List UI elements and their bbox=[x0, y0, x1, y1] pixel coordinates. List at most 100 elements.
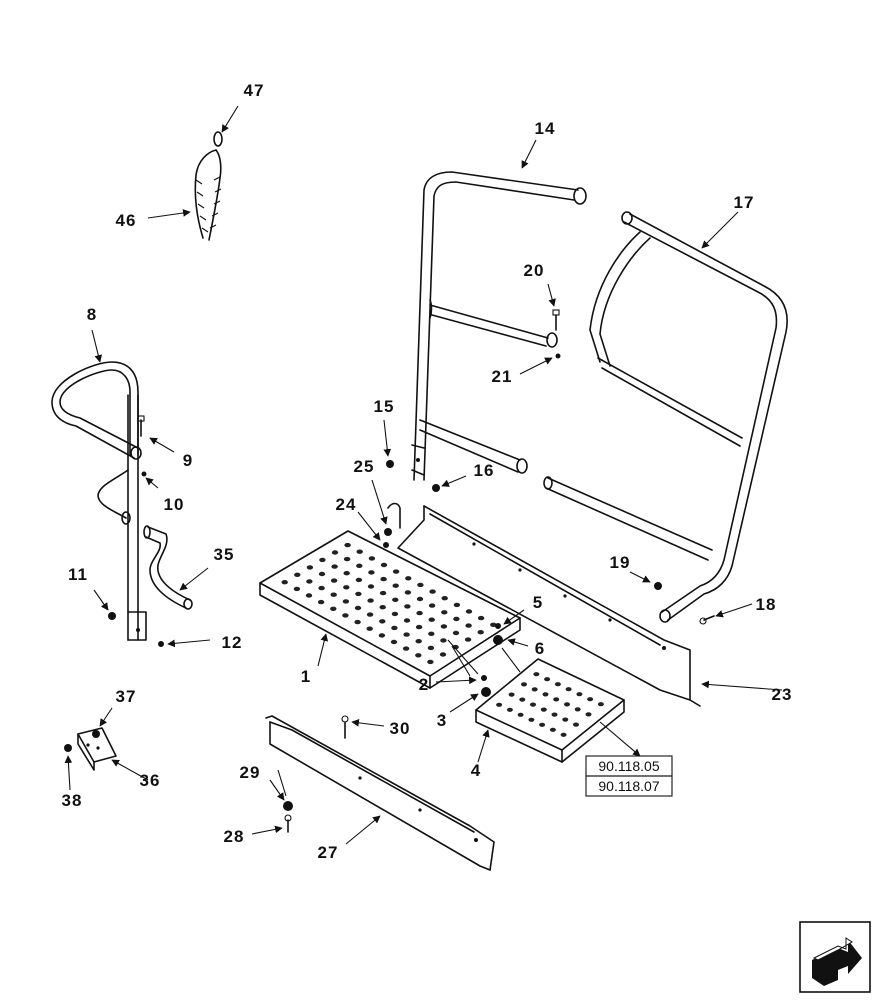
perforation-hole bbox=[508, 692, 515, 697]
perforation-hole bbox=[354, 605, 362, 611]
perforation-hole bbox=[587, 697, 594, 702]
perforation-hole bbox=[542, 692, 549, 697]
label-17: 17 bbox=[734, 193, 755, 212]
perforation-hole bbox=[464, 637, 472, 642]
perforation-hole bbox=[355, 577, 363, 583]
perforation-hole bbox=[427, 659, 434, 665]
label-38: 38 bbox=[62, 791, 83, 810]
perforation-hole bbox=[597, 702, 604, 707]
reference-a[interactable]: 90.118.05 bbox=[598, 758, 659, 774]
perforation-hole bbox=[355, 591, 362, 597]
perforation-hole bbox=[331, 564, 338, 569]
perforation-hole bbox=[404, 604, 411, 609]
label-3: 3 bbox=[437, 711, 447, 730]
perforation-hole bbox=[519, 697, 526, 702]
perforation-hole bbox=[490, 622, 497, 627]
perforation-hole bbox=[342, 613, 349, 618]
label-6: 6 bbox=[535, 639, 545, 658]
label-37: 37 bbox=[116, 687, 137, 706]
perforation-hole bbox=[417, 582, 424, 588]
perforation-hole bbox=[560, 732, 567, 737]
perforation-hole bbox=[330, 578, 338, 583]
perforation-hole bbox=[452, 630, 460, 636]
label-46: 46 bbox=[116, 211, 137, 230]
label-21: 21 bbox=[492, 367, 513, 386]
perforation-hole bbox=[281, 580, 288, 585]
perforation-hole bbox=[428, 631, 435, 636]
reference-box-b[interactable] bbox=[585, 775, 673, 797]
perforation-hole bbox=[562, 717, 569, 722]
perforation-hole bbox=[293, 586, 301, 592]
perforation-hole bbox=[405, 576, 412, 581]
label-2: 2 bbox=[419, 675, 429, 694]
part-labels: 47 46 8 9 10 11 12 35 14 17 20 21 15 16 … bbox=[62, 81, 793, 862]
perforation-hole bbox=[440, 638, 447, 643]
perforation-hole bbox=[356, 549, 363, 554]
perforation-hole bbox=[368, 570, 375, 575]
perforation-hole bbox=[306, 579, 313, 584]
perforation-hole bbox=[415, 624, 423, 630]
perforation-hole bbox=[403, 618, 411, 623]
label-47: 47 bbox=[244, 81, 265, 100]
label-9: 9 bbox=[183, 451, 193, 470]
perforation-hole bbox=[306, 565, 314, 570]
label-24: 24 bbox=[336, 495, 357, 514]
label-30: 30 bbox=[390, 719, 411, 738]
perforation-hole bbox=[528, 717, 535, 722]
perforation-hole bbox=[392, 569, 400, 574]
side-rail-frame-part bbox=[543, 211, 788, 623]
perforation-hole bbox=[403, 632, 410, 637]
perforation-hole bbox=[379, 590, 387, 596]
perforation-hole bbox=[574, 707, 581, 712]
leader-arrows bbox=[64, 105, 783, 845]
perforation-hole bbox=[378, 633, 386, 638]
label-11: 11 bbox=[68, 565, 88, 584]
reference-boxes[interactable]: 90.118.05 90.118.07 bbox=[585, 755, 673, 797]
perforation-hole bbox=[380, 562, 388, 568]
perforation-hole bbox=[544, 677, 551, 682]
perforation-hole bbox=[343, 556, 351, 562]
label-19: 19 bbox=[610, 553, 631, 572]
perforation-hole bbox=[428, 603, 436, 608]
perforation-hole bbox=[367, 598, 374, 603]
small-step-plate-part bbox=[475, 658, 625, 763]
perforation-hole bbox=[330, 606, 337, 611]
perforation-hole bbox=[427, 645, 435, 651]
rear-rail-part bbox=[411, 171, 587, 481]
bent-tube-part bbox=[143, 525, 193, 610]
perforation-hole bbox=[366, 626, 373, 631]
perforation-hole bbox=[318, 571, 326, 577]
perforation-hole bbox=[392, 583, 399, 588]
perforation-hole bbox=[576, 692, 583, 697]
perforation-hole bbox=[404, 590, 412, 595]
perforation-hole bbox=[344, 542, 351, 548]
label-18: 18 bbox=[756, 595, 777, 614]
reference-b[interactable]: 90.118.07 bbox=[598, 778, 659, 794]
label-4: 4 bbox=[471, 761, 481, 780]
perforation-hole bbox=[416, 596, 424, 602]
perforation-hole bbox=[554, 682, 561, 687]
perforation-hole bbox=[356, 563, 363, 568]
perforation-hole bbox=[551, 712, 558, 717]
perforation-hole bbox=[565, 687, 572, 692]
perforation-hole bbox=[540, 707, 547, 712]
perforation-hole bbox=[354, 619, 361, 625]
perforation-hole bbox=[440, 624, 448, 629]
perforation-hole bbox=[380, 576, 387, 582]
perforation-hole bbox=[305, 593, 313, 598]
perforation-hole bbox=[441, 596, 448, 601]
label-23: 23 bbox=[772, 685, 793, 704]
label-25: 25 bbox=[354, 457, 375, 476]
label-12: 12 bbox=[222, 633, 243, 652]
label-14: 14 bbox=[535, 119, 556, 138]
next-page-arrow-icon[interactable] bbox=[799, 921, 871, 993]
large-step-plate-part bbox=[259, 530, 521, 689]
bracket-part bbox=[77, 727, 117, 771]
label-20: 20 bbox=[524, 261, 545, 280]
perforation-hole bbox=[585, 712, 592, 717]
label-10: 10 bbox=[164, 495, 185, 514]
label-29: 29 bbox=[240, 763, 261, 782]
perforation-hole bbox=[465, 609, 473, 614]
perforation-hole bbox=[539, 722, 546, 727]
